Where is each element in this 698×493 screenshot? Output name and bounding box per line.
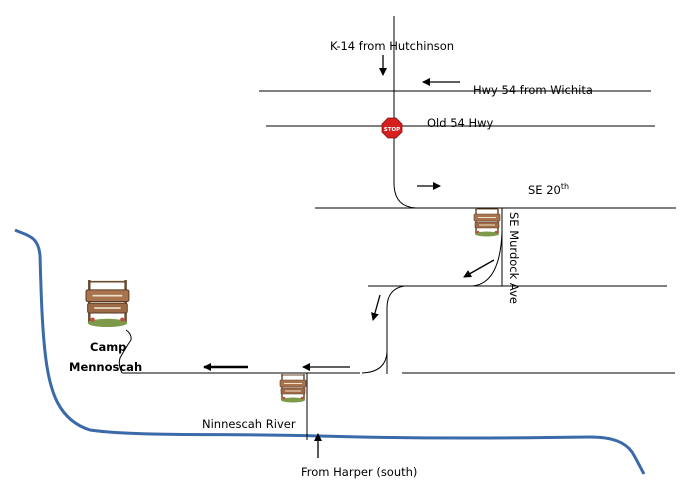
- roads: [118, 16, 676, 440]
- arrow-icon: [371, 294, 381, 321]
- connector-curve: [361, 351, 388, 374]
- camp-driveway: [118, 329, 132, 374]
- camp-sign-icon: [473, 207, 501, 238]
- murdock-curve: [471, 231, 503, 287]
- camp-sign-icon: [279, 373, 307, 404]
- direction-arrows: [203, 55, 495, 458]
- river-label: Ninnescah River: [202, 417, 296, 431]
- arrow-icon: [463, 259, 495, 278]
- camp-label-line2: Mennoscah: [69, 360, 142, 374]
- mid-curve: [386, 285, 405, 309]
- ninnescah-river: [14, 228, 646, 475]
- stop-sign-text: STOP: [384, 127, 400, 133]
- se20-label: SE 20th: [528, 182, 569, 197]
- se20-base: SE 20: [528, 183, 561, 197]
- hwy54-label: Hwy 54 from Wichita: [473, 83, 593, 97]
- old54-label: Old 54 Hwy: [427, 116, 494, 130]
- k14-curve: [393, 184, 417, 209]
- murdock-label: SE Murdock Ave: [507, 212, 521, 304]
- camp-sign-icon: [84, 278, 131, 329]
- camp-label-line1: Camp: [90, 340, 126, 354]
- k14-label: K-14 from Hutchinson: [330, 39, 454, 53]
- harper-label: From Harper (south): [301, 465, 417, 479]
- se20-sup: th: [561, 182, 569, 191]
- stop-sign-icon: STOP: [381, 117, 403, 139]
